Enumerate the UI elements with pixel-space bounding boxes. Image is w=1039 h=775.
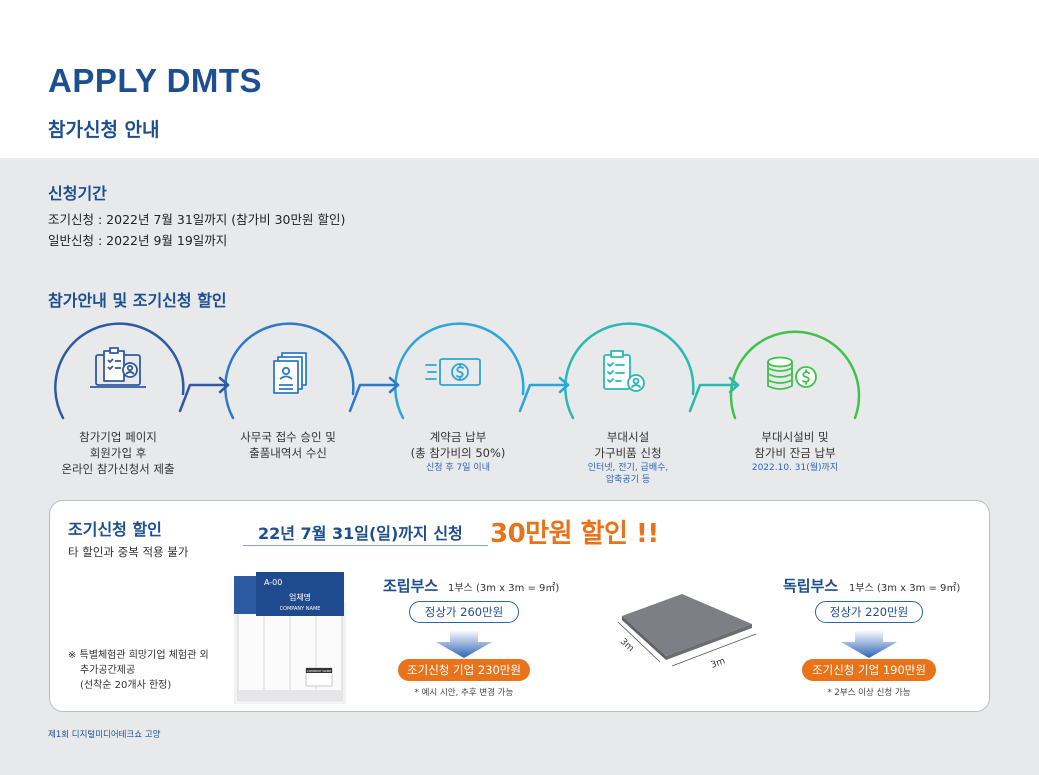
arrow-4-5-icon [688, 376, 740, 413]
page-subtitle: 참가신청 안내 [48, 119, 160, 141]
assembled-early-price: 조기신청 기업 230만원 [398, 659, 530, 681]
early-deadline: 22년 7월 31일(일)까지 신청 [258, 524, 463, 543]
footer-text: 제1회 디지털미디어테크쇼 고양 [48, 730, 161, 740]
process-diagram [54, 322, 861, 420]
early-discount-subtitle: 타 할인과 중복 적용 불가 [68, 545, 189, 559]
deadline-underline [243, 545, 488, 546]
step-1-arc [54, 322, 185, 420]
early-discount-title: 조기신청 할인 [68, 520, 162, 539]
booth-desk-label: COMPANY NAME [307, 669, 332, 673]
independent-booth-spec: 1부스 (3m x 3m = 9㎡) [849, 583, 961, 594]
independent-arrow-down-icon [841, 630, 897, 658]
independent-early-price: 조기신청 기업 190만원 [802, 659, 936, 681]
step-1-label: 참가기업 페이지 회원가입 후 온라인 참가신청서 제출 [61, 430, 175, 476]
assembled-booth-name: 조립부스 [383, 577, 439, 595]
arrow-3-4-icon [518, 376, 570, 413]
independent-footnote: * 2부스 이상 신청 가능 [827, 688, 911, 698]
step-5-label: 부대시설비 및 참가비 잔금 납부 [754, 430, 836, 460]
assembled-arrow-down-icon [436, 630, 492, 658]
checklist-icon [603, 350, 645, 392]
document-stack-icon [273, 352, 307, 394]
period-title: 신청기간 [48, 184, 107, 203]
step-3-label: 계약금 납부 (총 참가비의 50%) [410, 430, 506, 460]
step-5-arc [729, 330, 861, 420]
booth-sign-sub: COMPANY NAME [280, 606, 321, 612]
process-title: 참가안내 및 조기신청 할인 [48, 291, 227, 310]
period-general: 일반신청 : 2022년 9월 19일까지 [48, 233, 228, 248]
arrow-2-3-icon [348, 376, 400, 413]
booth-sign-name: 업체명 [289, 592, 311, 602]
booth-dim-left: 3m [618, 637, 635, 654]
arrow-1-2-icon [178, 376, 230, 413]
special-note: ※ 특별체험관 희망기업 체험관 외 추가공간제공 (선착순 20개사 한정) [68, 650, 209, 691]
booth-sign-number: A-00 [264, 578, 282, 587]
period-early: 조기신청 : 2022년 7월 31일까지 (참가비 30만원 할인) [48, 212, 346, 227]
assembled-booth-spec: 1부스 (3m x 3m = 9㎡) [448, 583, 560, 594]
independent-booth-image: 3m 3m [617, 594, 757, 670]
booth-dim-bottom: 3m [710, 656, 727, 670]
discount-amount: 30만원 할인 !! [490, 519, 659, 549]
step-2-label: 사무국 접수 승인 및 출품내역서 수신 [240, 430, 336, 460]
assembled-regular-price: 정상가 260만원 [409, 601, 519, 623]
independent-regular-price: 정상가 220만원 [815, 601, 923, 623]
step-3-arc [394, 322, 525, 420]
laptop-form-icon [90, 347, 146, 388]
assembled-footnote: * 예시 시안, 추후 변경 가능 [414, 688, 514, 698]
step-3-note: 신청 후 7일 이내 [426, 463, 490, 473]
step-4-label: 부대시설 가구비품 신청 [594, 430, 662, 460]
coins-icon [767, 356, 817, 390]
header-area [0, 0, 1039, 158]
independent-booth-name: 독립부스 [783, 577, 839, 595]
step-4-note: 인터넷, 전기, 급배수, 압축공기 등 [587, 463, 669, 485]
assembled-booth-image: A-00 업체명 COMPANY NAME COMPANY NAME [234, 572, 346, 704]
page-title: APPLY DMTS [48, 62, 263, 99]
step-5-note: 2022.10. 31(월)까지 [751, 463, 839, 473]
money-bill-icon [425, 358, 481, 386]
